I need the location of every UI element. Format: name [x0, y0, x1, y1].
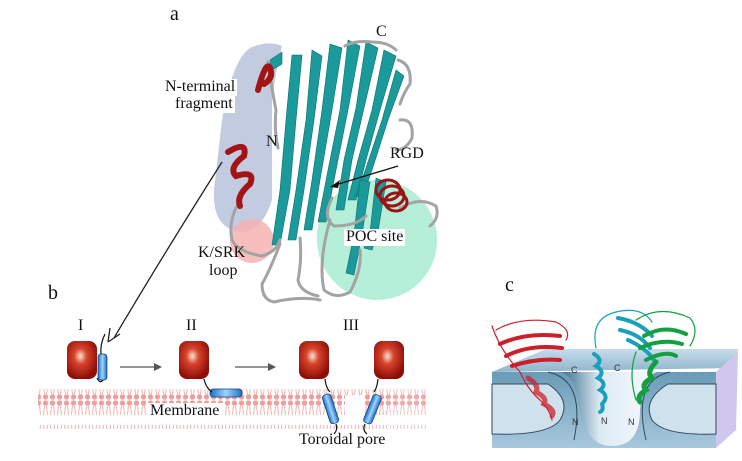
stage-3-helix-right	[363, 394, 382, 425]
ksrk-loop-line1: K/SRK	[198, 244, 246, 261]
stage-3-label: III	[343, 317, 359, 334]
loops	[229, 40, 439, 304]
helix-to-stage-arrowhead	[107, 327, 121, 343]
panel-c	[491, 309, 738, 448]
n-terminus-label: N	[266, 133, 278, 150]
membrane-block-side	[716, 352, 738, 448]
n-terminal-helix	[225, 63, 275, 209]
toroidal-pore	[562, 372, 656, 446]
stage-3-protein-right	[374, 341, 404, 379]
stage-2-helix	[209, 388, 243, 398]
c-terminus-red: C	[571, 365, 578, 375]
protein-red	[491, 319, 569, 421]
n-terminus-red: N	[572, 417, 579, 427]
n-terminus-cyan: N	[601, 416, 608, 426]
rgd-arrowhead	[330, 180, 340, 188]
helix-to-stage-arrow	[113, 161, 223, 339]
poc-helix	[374, 178, 409, 213]
n-terminus-green: N	[628, 417, 635, 427]
rgd-arrow	[331, 165, 399, 187]
panel-a	[107, 39, 439, 343]
n-terminal-fragment-line2: fragment	[173, 95, 235, 113]
panel-b-label: b	[48, 282, 58, 304]
toroidal-pore-label: Toroidal pore	[299, 431, 386, 448]
stage-1-protein	[67, 341, 97, 379]
beta-sheet	[269, 39, 405, 276]
stage-3-protein-left	[299, 341, 329, 379]
n-terminal-fragment-line1: N-terminal	[163, 78, 238, 96]
rgd-label: RGD	[390, 145, 424, 162]
ksrk-loop-line2: loop	[209, 262, 238, 279]
poc-site-label: POC site	[344, 228, 406, 246]
panel-a-label: a	[170, 3, 179, 25]
ksrk-region	[230, 219, 274, 263]
stage-3-helix-left	[321, 393, 339, 425]
stage-2-label: II	[186, 317, 197, 334]
c-terminus-green: C	[614, 363, 621, 373]
stage-1-label: I	[78, 317, 84, 334]
panel-c-label: c	[505, 274, 514, 296]
protein-green	[631, 310, 696, 405]
stage-1-helix	[97, 353, 108, 381]
stage-2-protein	[179, 341, 209, 379]
c-terminus-label: C	[376, 23, 387, 40]
membrane-label: Membrane	[146, 402, 224, 420]
panel-b	[38, 333, 428, 435]
